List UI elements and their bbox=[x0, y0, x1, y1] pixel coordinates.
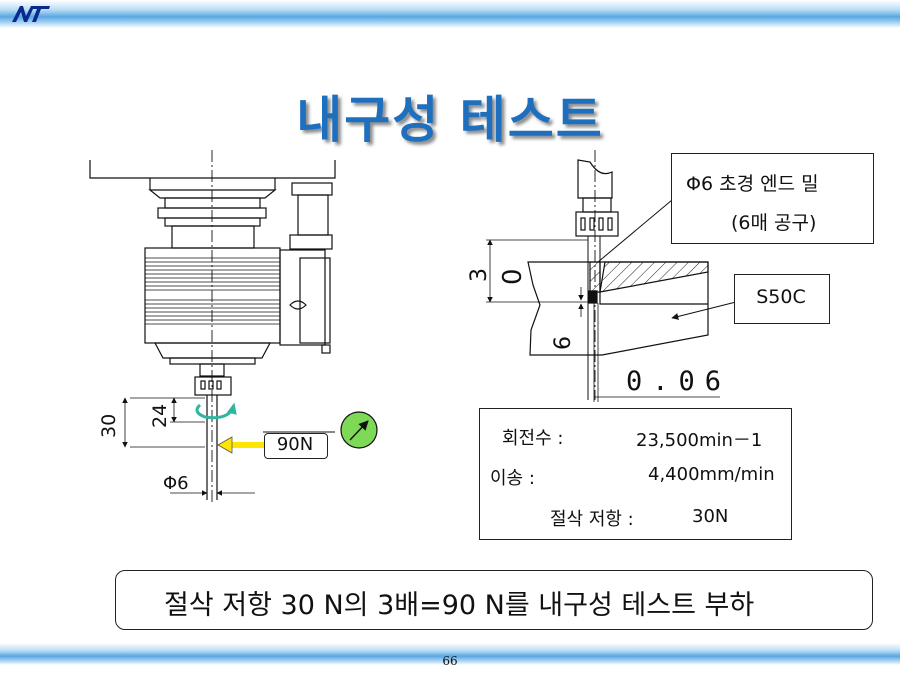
page-title: 내구성 테스트 bbox=[296, 91, 604, 149]
feed-label: 이송 : bbox=[490, 468, 535, 489]
dimension-006-label: 0.06 bbox=[626, 366, 732, 397]
cutting-conditions-box bbox=[479, 408, 792, 540]
dimension-30-label: 30 bbox=[98, 413, 120, 438]
force-label-box bbox=[264, 433, 328, 459]
dimension-6-label: 6 bbox=[551, 336, 576, 350]
force-label: 90N bbox=[276, 434, 314, 455]
dimension-24-label: 24 bbox=[149, 403, 171, 428]
rotation-label: 회전수 : bbox=[502, 428, 564, 449]
tool-callout-line1: Φ6 초경 엔드 밀 bbox=[686, 173, 819, 195]
diameter-label: Φ6 bbox=[163, 473, 189, 494]
material-label: S50C bbox=[756, 286, 806, 308]
dimension-3-label: 3 bbox=[467, 268, 492, 282]
top-band bbox=[0, 0, 900, 28]
feed-value: 4,400mm/min bbox=[648, 464, 775, 485]
bottom-band bbox=[0, 643, 900, 665]
company-logo bbox=[12, 6, 50, 22]
tool-callout-box bbox=[671, 153, 874, 244]
material-box bbox=[734, 274, 830, 324]
spindle-drawing bbox=[89, 150, 378, 505]
summary-box: 절삭 저항 30 N의 3배=90 N를 내구성 테스트 부하 bbox=[115, 570, 873, 630]
summary-text: 절삭 저항 30 N의 3배=90 N를 내구성 테스트 부하 bbox=[164, 590, 755, 621]
cutting-detail-drawing bbox=[486, 150, 737, 402]
tool-callout-line2: (6매 공구) bbox=[731, 212, 817, 234]
rotation-value: 23,500min－1 bbox=[636, 430, 763, 451]
resistance-value: 30N bbox=[692, 506, 729, 527]
page-number: 66 bbox=[442, 654, 458, 668]
dimension-0-label: 0 bbox=[498, 268, 528, 285]
resistance-label: 절삭 저항 : bbox=[550, 509, 634, 530]
